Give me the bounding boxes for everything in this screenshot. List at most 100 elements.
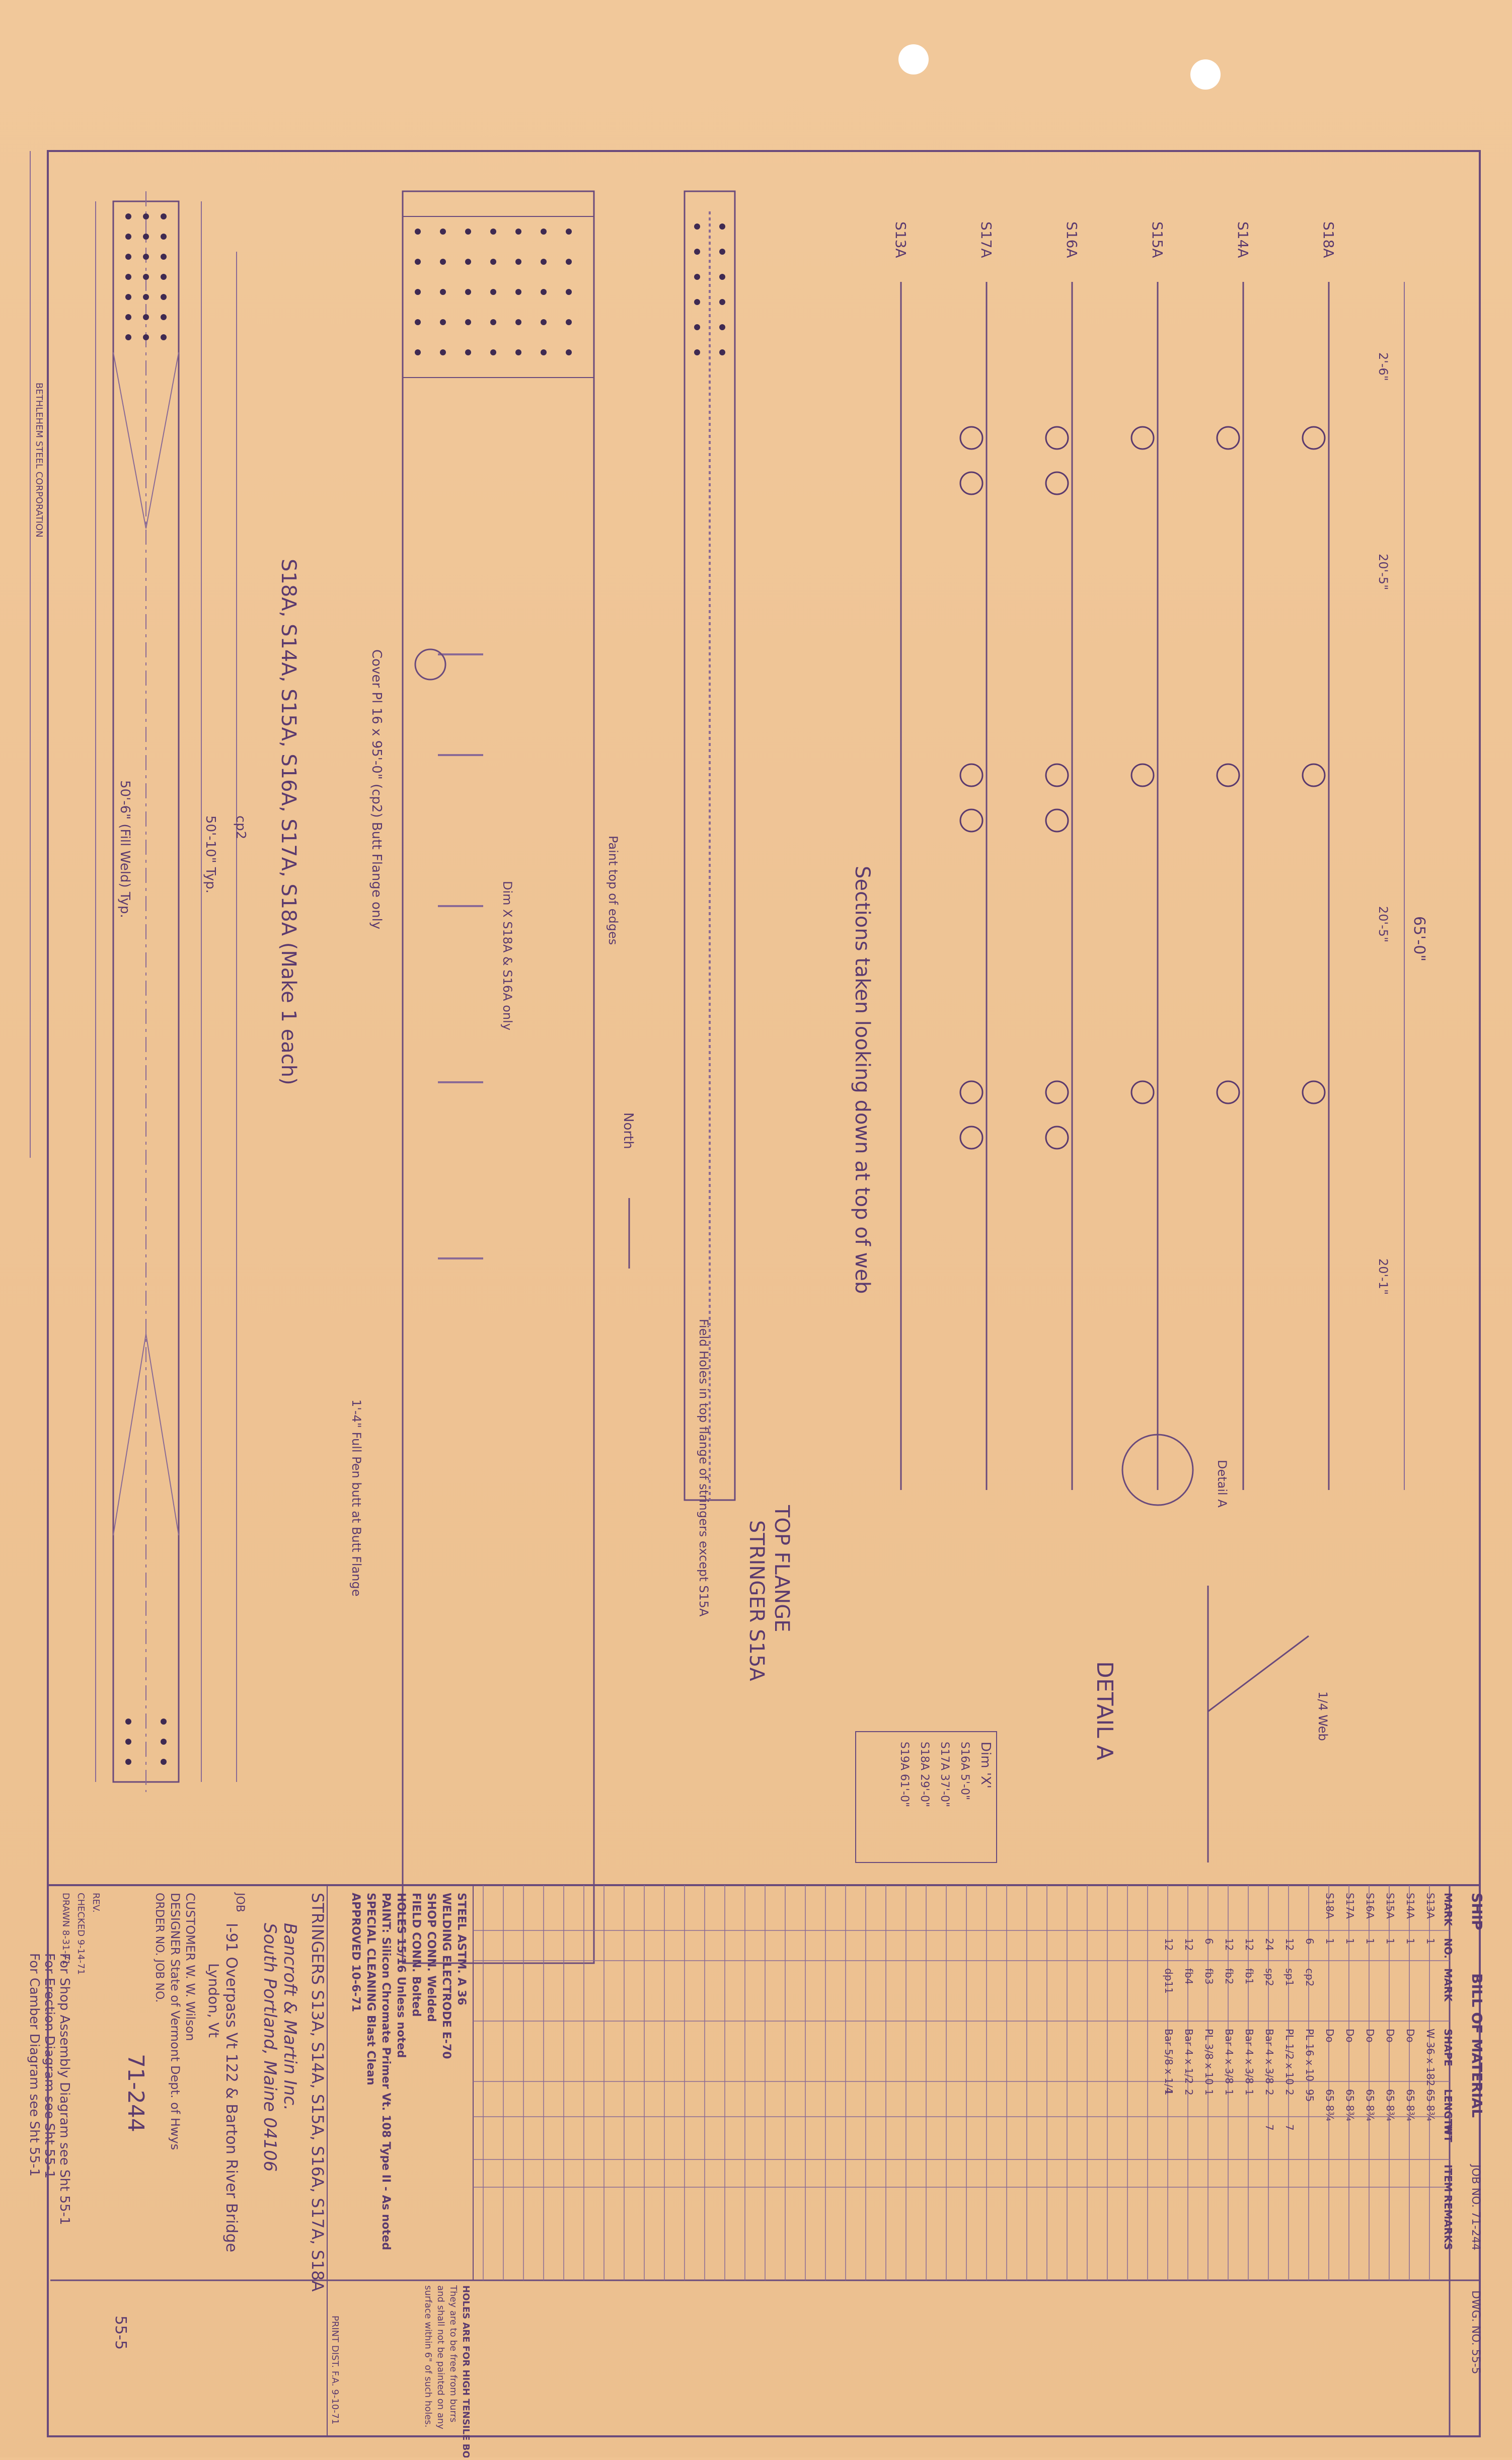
note-line-2: For Erection Diagram see Sht 55-1: [42, 1953, 57, 2179]
bom-header-mark: MARK: [1442, 1893, 1454, 1927]
taper-line-bot-b: [145, 1333, 179, 1536]
bom-cell: PL 3/8 x 10: [1203, 2029, 1215, 2085]
bom-cell: 12: [1163, 1938, 1175, 1951]
spec-steel: STEEL ASTM. A 36: [455, 1893, 468, 2005]
bom-cell: sp1: [1283, 1968, 1296, 1986]
bolt-note-3: and shall not be painted on any: [435, 2285, 446, 2429]
bom-cell: Do: [1324, 2029, 1336, 2043]
bom-cell: 12: [1283, 1938, 1296, 1951]
stringer-sections: S13A S17A S16A S15A S14A S18A 65'-0" 2'-…: [851, 221, 1428, 1862]
punch-hole-right: [1190, 59, 1221, 90]
section-label-2: S17A: [978, 221, 995, 258]
bolt-note-4: surface within 6" of such holes.: [423, 2285, 433, 2428]
bom-cell: dp11: [1163, 1968, 1175, 1994]
bom-cell: cp2: [1304, 1968, 1316, 1986]
bom-cell: 1: [1364, 1938, 1376, 1945]
elevation-title: S18A, S14A, S15A, S16A, S17A, S18A (Make…: [277, 559, 300, 1085]
dim-x-table-title: Dim 'X': [978, 1742, 993, 1788]
bom-cell: 2: [1283, 2089, 1296, 2096]
section-label-3: S16A: [1064, 221, 1080, 258]
dim-a-label: 2'-6": [1376, 352, 1390, 381]
designer-line: DESIGNER State of Vermont Dept. of Hwys: [168, 1893, 182, 2150]
bom-cell: fb1: [1243, 1968, 1255, 1984]
ship-label: SHIP: [1469, 1893, 1485, 1930]
dim-circle: [414, 648, 446, 681]
detail-a-note: 1/4 Web: [1316, 1691, 1330, 1741]
bom-cell: S17A: [1344, 1893, 1356, 1919]
cover-plate-outline: [402, 190, 595, 1964]
bom-cell: 2: [1183, 2089, 1195, 2096]
bom-cell: fb3: [1203, 1968, 1215, 1984]
bom-cell: 6: [1304, 1938, 1316, 1945]
bolt-note-2: They are to be free from burrs: [448, 2285, 459, 2422]
flange-holes-note: Field Holes in top flange of stringers e…: [697, 1319, 711, 1617]
note-line-1: For Camber Diagram see Sht 55-1: [27, 1953, 42, 2177]
dim-x-note: Dim X S18A & S16A only: [500, 881, 514, 1030]
bom-cell: 1: [1324, 1938, 1336, 1945]
title-block: SHIP BILL OF MATERIAL JOB NO. 71-244 DWG…: [47, 1884, 1485, 2460]
bom-cell: PL 1/2 x 10: [1283, 2029, 1296, 2085]
detail-a-callout-circle: [1121, 1434, 1194, 1506]
section-label-1: S13A: [892, 221, 909, 258]
bom-cell: 6: [1203, 1938, 1215, 1945]
bom-cell: S16A: [1364, 1893, 1376, 1919]
taper-line-top-a: [113, 352, 146, 529]
bom-cell: S13A: [1424, 1893, 1437, 1919]
bom-cell: sp2: [1263, 1968, 1275, 1986]
spec-approved: APPROVED 10-6-71: [349, 1893, 362, 2012]
spec-electrode: WELDING ELECTRODE E-70: [440, 1893, 452, 2059]
edge-print-text: BETHLEHEM STEEL CORPORATION: [34, 383, 44, 538]
job-label: JOB: [234, 1892, 246, 1912]
bom-cell: 1: [1223, 2089, 1235, 2096]
bom-cell: 1: [1243, 2089, 1255, 2096]
bom-cell: S14A: [1404, 1893, 1416, 1919]
section-label-4: S15A: [1149, 221, 1166, 258]
bom-cell: 24: [1263, 1938, 1275, 1951]
section-label-5: S14A: [1235, 221, 1251, 258]
taper-line-top-b: [145, 352, 179, 529]
dim-x-table: [855, 1731, 997, 1863]
bom-cell: Bar 5/8 x 1/4: [1163, 2029, 1175, 2094]
splice-bolt-pattern-top: [125, 213, 167, 340]
cover-plate-bolt-grid: [415, 229, 572, 355]
bom-cell: 1: [1344, 1938, 1356, 1945]
bom-cell: 65 8¾: [1404, 2089, 1416, 2121]
bom-header-no: NO.: [1442, 1938, 1454, 1959]
bom-cell: 1: [1424, 1938, 1437, 1945]
bom-cell: S18A: [1324, 1893, 1336, 1919]
bom-cell: PL 16 x 10: [1304, 2029, 1316, 2081]
detail-a-title: DETAIL A: [1092, 1661, 1117, 1760]
order-label: ORDER NO. JOB NO.: [153, 1893, 166, 2002]
bom-row-lines: [483, 1885, 1430, 2280]
order-number: 71-244: [123, 2054, 148, 2132]
bom-cell: Bar 4 x 3/8: [1263, 2029, 1275, 2084]
bom-cell: Do: [1364, 2029, 1376, 2043]
checked-line: CHECKED 9-14-71: [75, 1893, 86, 1975]
dwg-no-label: DWG. NO. 55-5: [1469, 2290, 1482, 2374]
customer-line: CUSTOMER W. W. Wilson: [183, 1893, 197, 2041]
bom-cell: 12: [1223, 1938, 1235, 1951]
bom-cell: Bar 4 x 3/8: [1223, 2029, 1235, 2084]
drawn-line: DRAWN 8-31-71: [60, 1893, 71, 1965]
company-city: South Portland, Maine 04106: [260, 1923, 280, 2172]
bom-cell: Do: [1404, 2029, 1416, 2043]
overall-length-label: 65'-0": [1410, 916, 1428, 961]
dim-x-row-1: S16A 5'-0": [958, 1742, 971, 1800]
title-block-frame: [47, 1884, 1481, 2437]
bom-header-shape: SHAPE: [1442, 2029, 1454, 2066]
bom-cell: 65 8¾: [1424, 2089, 1437, 2121]
project-name: I-91 Overpass Vt 122 & Barton River Brid…: [222, 1923, 240, 2252]
top-flange-subtitle: STRINGER S15A: [745, 1520, 768, 1681]
bom-cell: 1: [1404, 1938, 1416, 1945]
bom-cell: Bar 4 x 3/8: [1243, 2029, 1255, 2084]
bom-cell: 65 8¾: [1324, 2089, 1336, 2121]
bom-header-wt: WT: [1442, 2124, 1454, 2142]
splice-bolt-pattern-bottom: [125, 1719, 167, 1765]
top-flange-view: TOP FLANGE STRINGER S15A Field Holes in …: [684, 190, 997, 1863]
diaphragm-bubbles: [959, 426, 1326, 1150]
bom-cell: 65 8¾: [1384, 2089, 1396, 2121]
job-no-label: JOB NO. 71-244: [1469, 2164, 1482, 2251]
